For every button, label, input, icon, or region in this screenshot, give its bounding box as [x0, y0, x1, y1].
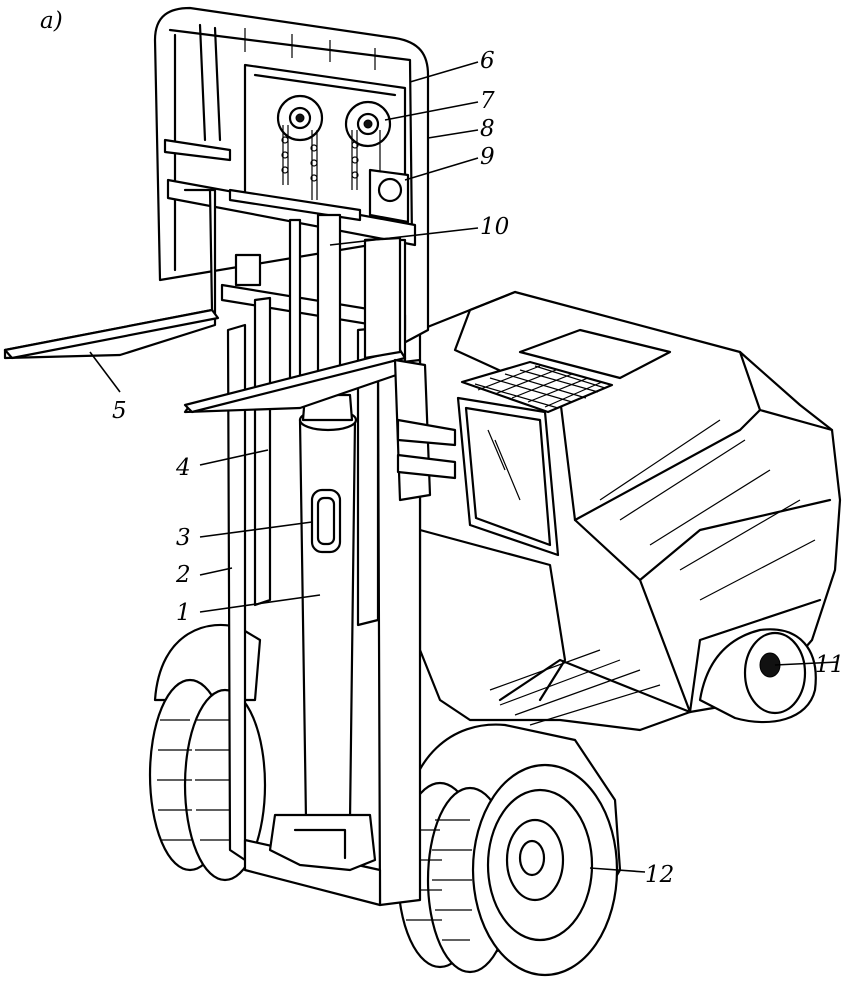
callout-8: 8 — [480, 116, 495, 142]
callout-9: 9 — [480, 144, 495, 170]
callout-12: 12 — [645, 862, 674, 888]
right-front-wheels — [396, 723, 622, 977]
callout-7: 7 — [480, 88, 495, 114]
callout-6: 6 — [480, 48, 495, 74]
panel-label: а) — [40, 8, 63, 34]
rear-wheel — [698, 628, 817, 724]
inner-mast-crossbeam — [243, 63, 407, 232]
callout-labels: а) 6 7 8 9 10 5 4 3 2 1 11 12 — [40, 8, 844, 888]
callout-5: 5 — [112, 398, 127, 424]
callout-4: 4 — [175, 455, 191, 481]
outer-mast — [226, 323, 422, 907]
carriage-roller — [368, 168, 410, 224]
callout-10: 10 — [480, 214, 509, 240]
lift-cylinder — [268, 213, 377, 872]
callout-1: 1 — [176, 600, 191, 626]
leader-lines — [89, 61, 839, 873]
callout-3: 3 — [176, 525, 191, 551]
tilt-bracket — [234, 253, 457, 502]
callout-11: 11 — [815, 652, 844, 678]
forks — [3, 188, 407, 414]
cab-window — [456, 396, 560, 557]
fork-carriage — [166, 178, 417, 332]
truck-body — [418, 290, 842, 732]
engine-grille — [460, 360, 614, 414]
callout-2: 2 — [175, 562, 191, 588]
